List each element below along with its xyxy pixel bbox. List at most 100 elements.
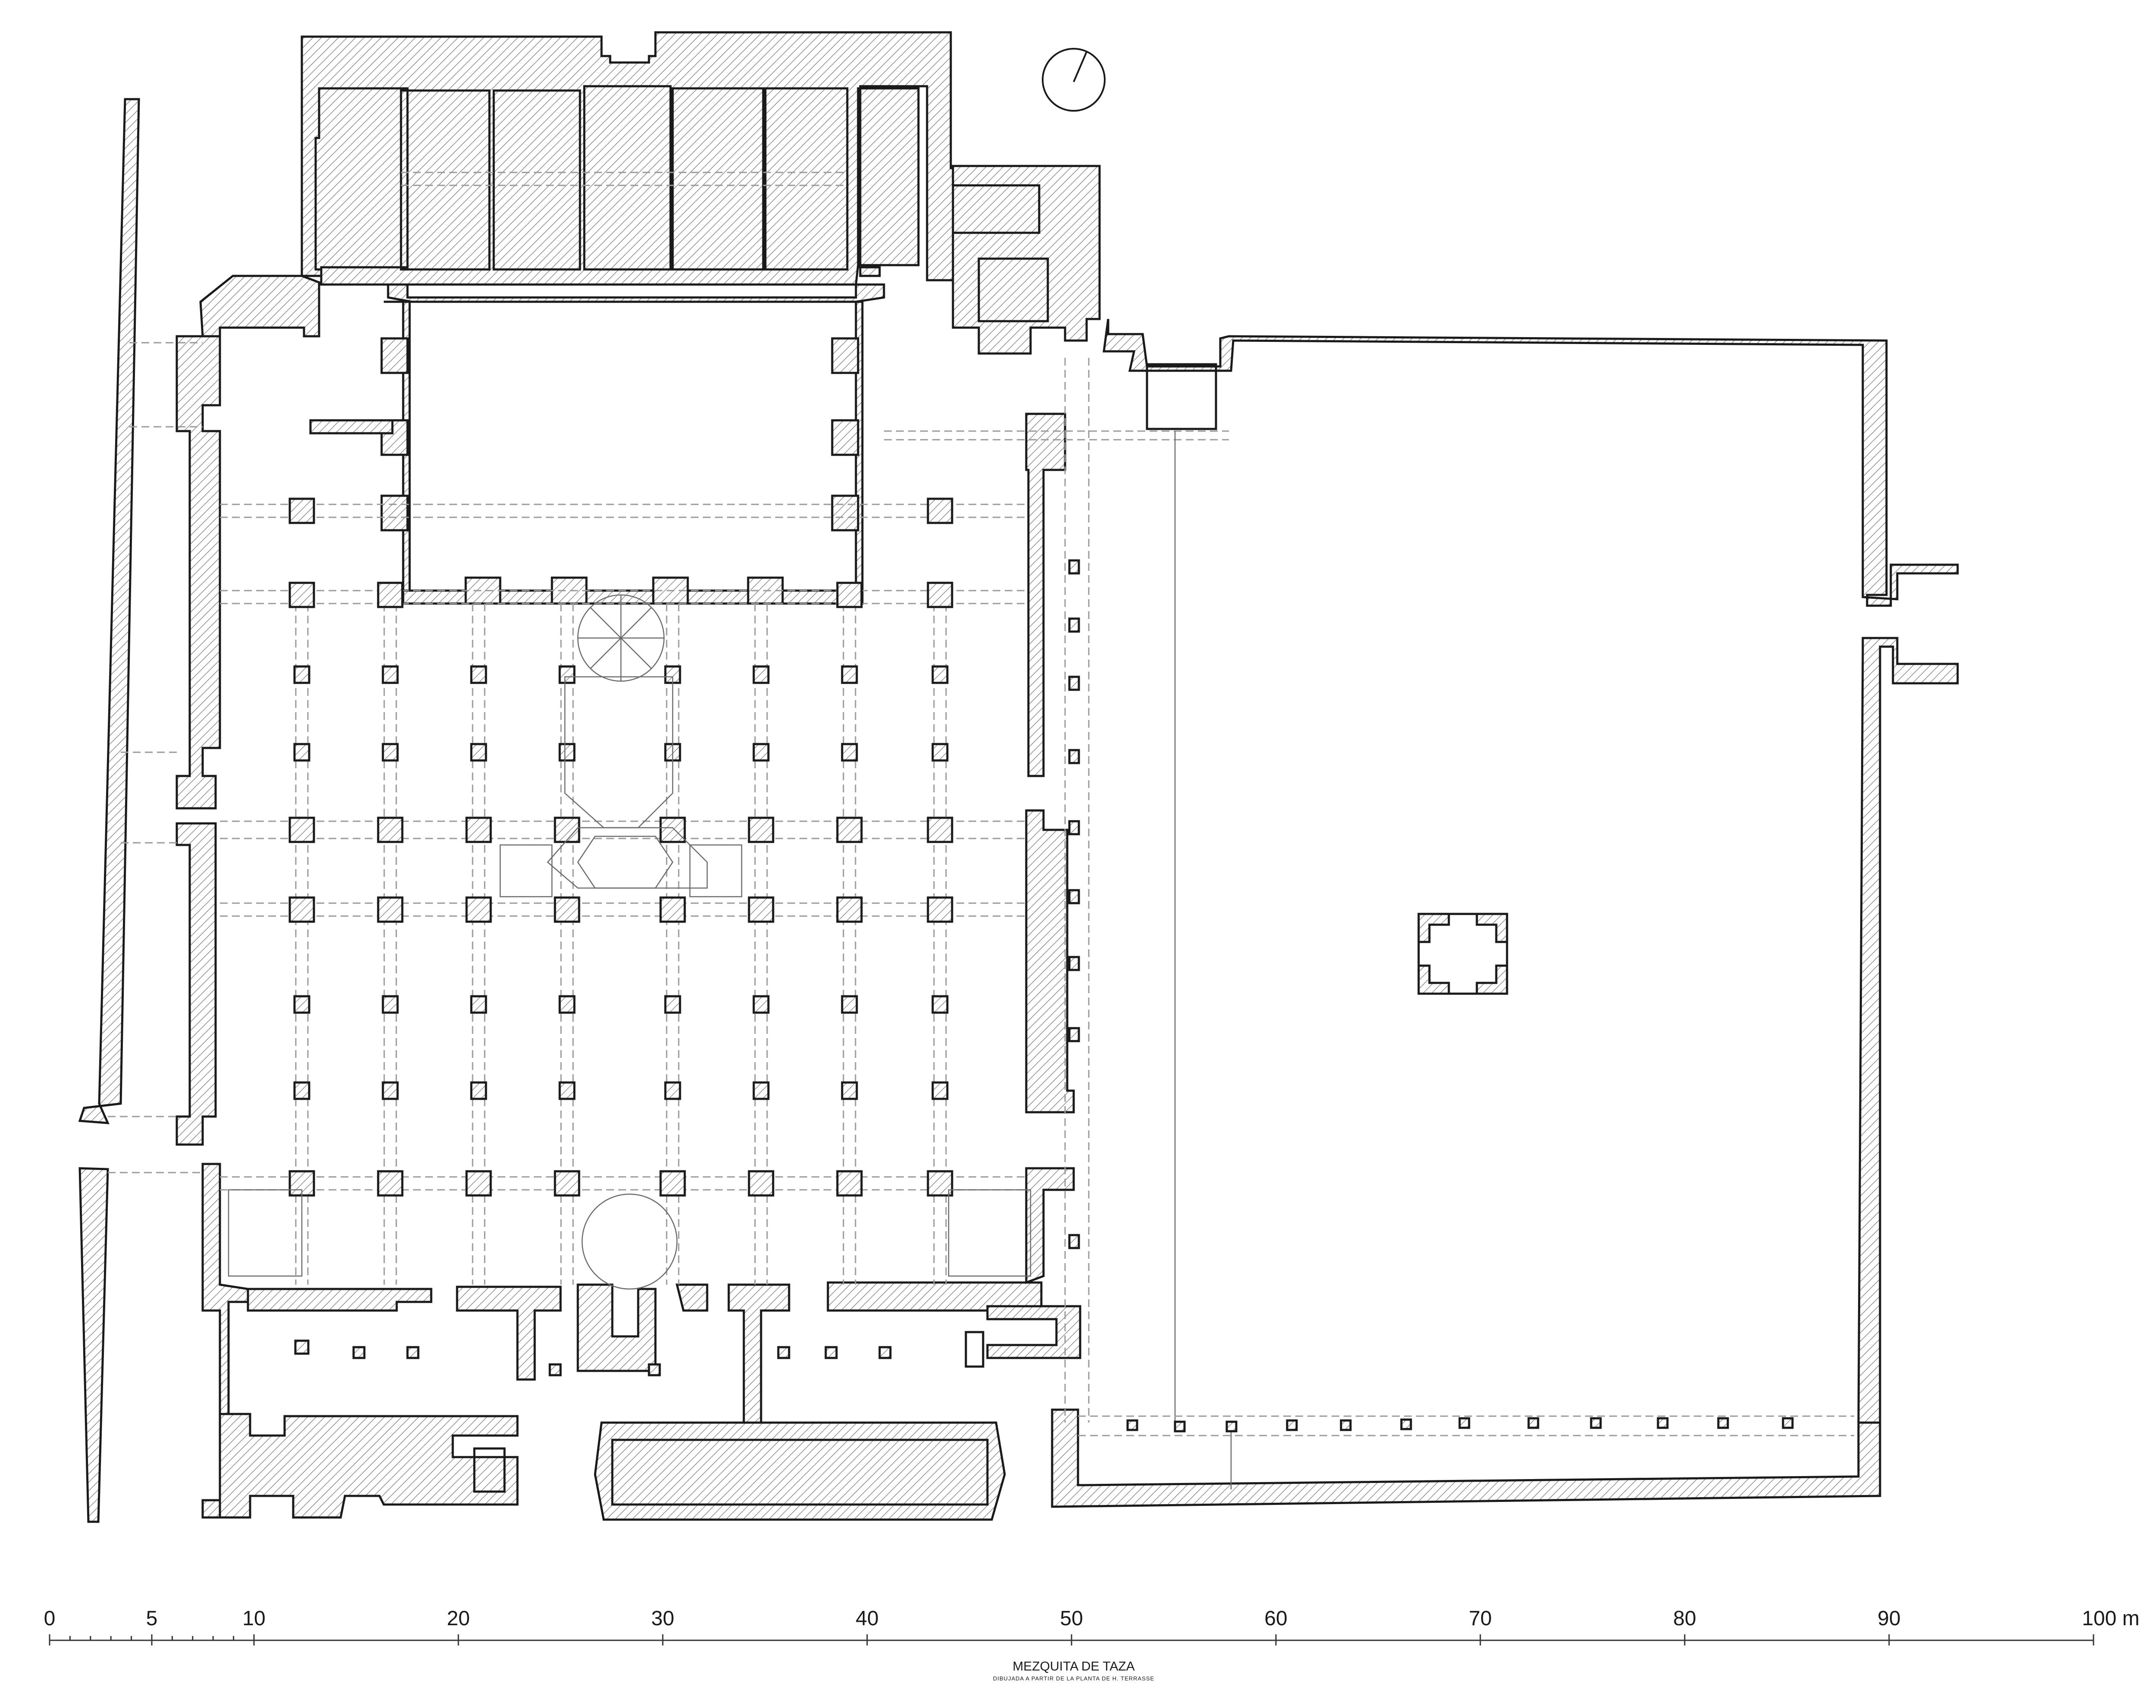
prayer-hall-pier [931, 995, 949, 1014]
prayer-hall-pier [664, 995, 681, 1014]
courtyard-east-wall [1857, 637, 1959, 1424]
prayer-hall-pier [836, 582, 863, 608]
south-pier [294, 1339, 310, 1355]
north-arrow-icon [1042, 48, 1106, 112]
prayer-hall-pier [382, 665, 399, 684]
scale-label: 90 [1877, 1607, 1900, 1630]
east-prayer-hall-wall-mid [1025, 809, 1075, 1114]
south-range-wall-3 [577, 1283, 657, 1372]
central-nave-vault [564, 676, 674, 829]
prayer-hall-pier [558, 1081, 576, 1100]
prayer-hall-pier [470, 1081, 487, 1100]
north-annex-wall [301, 31, 959, 286]
dome-south [581, 1193, 678, 1290]
prayer-hall-pier [748, 1170, 774, 1197]
prayer-hall-pier [382, 995, 399, 1014]
south-pier [548, 1363, 562, 1376]
inner-patio [309, 283, 885, 605]
south-range-wall-7 [986, 1305, 1081, 1359]
prayer-hall-pier [293, 995, 310, 1014]
crossing-vault-east [689, 844, 743, 898]
prayer-hall-pier [377, 582, 404, 608]
scale-label: 0 [44, 1607, 56, 1630]
prayer-hall-pier [377, 1170, 404, 1197]
prayer-hall-pier [927, 1170, 953, 1197]
east-gallery-piers [1068, 559, 1080, 1249]
prayer-hall-pier [470, 743, 487, 762]
prayer-hall-pier [293, 1081, 310, 1100]
prayer-hall-pier [659, 1170, 686, 1197]
prayer-hall-pier [836, 896, 863, 923]
annex-cell [400, 89, 491, 271]
scale-label: 10 [242, 1607, 265, 1630]
annex-cell [764, 87, 849, 271]
south-range-wall-2 [456, 1286, 562, 1381]
south-pier [824, 1346, 838, 1359]
annex-room-ne [952, 184, 1040, 234]
prayer-hall-pier [931, 665, 949, 684]
prayer-hall-pier [558, 743, 576, 762]
south-range-wall [247, 1288, 432, 1312]
prayer-hall-pier [382, 743, 399, 762]
drawing-title: MEZQUITA DE TAZA [1012, 1659, 1134, 1674]
prayer-hall-pier [841, 1081, 858, 1100]
south-pier [878, 1346, 892, 1359]
patio-wing-wall [309, 419, 394, 435]
prayer-hall-pier [841, 995, 858, 1014]
south-wall [219, 1413, 519, 1519]
prayer-hall-pier [377, 816, 404, 843]
fountain-pavilion [1417, 913, 1508, 995]
prayer-hall-pier [931, 1081, 949, 1100]
west-street-wall-south [78, 1167, 109, 1523]
west-prayer-hall-wall-mid [175, 822, 217, 1146]
scale-label: 60 [1264, 1607, 1287, 1630]
latrine-gallery [611, 1439, 989, 1506]
prayer-hall-pier [836, 816, 863, 843]
scale-label: 5 [146, 1607, 158, 1630]
scale-label: 20 [447, 1607, 470, 1630]
prayer-hall-pier [293, 743, 310, 762]
annex-cell [583, 85, 672, 271]
scale-label: 30 [651, 1607, 674, 1630]
prayer-hall-pier [748, 816, 774, 843]
prayer-hall-pier [841, 743, 858, 762]
prayer-hall-pier [554, 816, 580, 843]
prayer-hall-pier [752, 1081, 770, 1100]
patio-pier [380, 494, 409, 532]
scale-label: 80 [1673, 1607, 1696, 1630]
south-rooms [294, 1331, 989, 1506]
prayer-hall-piers [288, 497, 953, 1197]
patio-pier [464, 576, 501, 605]
patio-wall-north [387, 283, 885, 303]
prayer-hall-pier [931, 743, 949, 762]
prayer-hall-pier [293, 665, 310, 684]
prayer-hall-pier [752, 665, 770, 684]
prayer-hall-pier [748, 896, 774, 923]
prayer-hall-pier [377, 896, 404, 923]
prayer-hall-pier [288, 497, 315, 524]
prayer-hall-pier [664, 1081, 681, 1100]
east-prayer-hall-wall-south [1025, 1167, 1075, 1284]
corner-vault-sw [228, 1189, 303, 1277]
prayer-hall-pier [752, 743, 770, 762]
stair-tower [978, 257, 1049, 322]
ablution-room [473, 1447, 506, 1493]
corner-vault-se [948, 1189, 1031, 1277]
scale-label: 50 [1060, 1607, 1083, 1630]
prayer-hall-pier [927, 497, 953, 524]
patio-pier [831, 494, 859, 532]
prayer-hall-pier [382, 1081, 399, 1100]
prayer-hall-pier [558, 665, 576, 684]
west-street-wall [78, 98, 140, 1124]
prayer-hall-pier [470, 995, 487, 1014]
north-annex-cells [400, 85, 1217, 430]
patio-pier [380, 337, 409, 374]
east-prayer-hall-wall [1025, 413, 1066, 777]
prayer-hall-pier [927, 582, 953, 608]
crossing-vault-west [499, 844, 553, 898]
south-stair [965, 1331, 984, 1368]
courtyard-north-wall [1103, 319, 1959, 607]
prayer-hall-pier [288, 582, 315, 608]
outer-walls [78, 31, 1959, 1523]
prayer-hall-pier [288, 896, 315, 923]
